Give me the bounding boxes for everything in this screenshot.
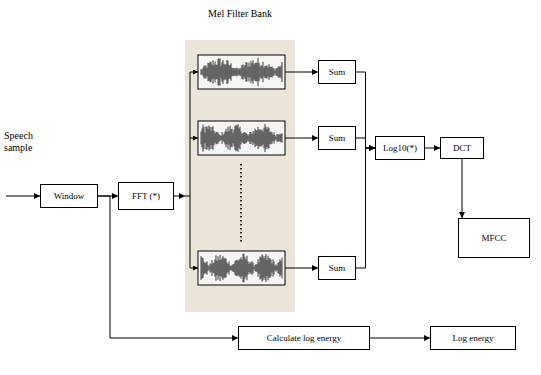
- flow-arrow: [356, 72, 375, 148]
- box-label: Log energy: [452, 333, 493, 343]
- process-box: MFCC: [458, 218, 530, 258]
- flow-arrow: [295, 268, 318, 269]
- flow-arrow: [425, 148, 440, 149]
- input-label: Speech sample: [4, 130, 46, 154]
- process-box: DCT: [440, 137, 484, 159]
- output-line: [285, 72, 295, 73]
- flow-arrow: [295, 138, 318, 139]
- flow-arrow: [462, 159, 463, 218]
- box-label: Log10(*): [383, 143, 417, 153]
- box-label: Sum: [329, 133, 346, 143]
- waveforms: [201, 58, 282, 283]
- filter-frame: [198, 121, 285, 155]
- process-box: Calculate log energy: [238, 326, 370, 350]
- filter-frame: [198, 251, 285, 285]
- branch-arrow: [190, 268, 198, 269]
- box-label: Sum: [329, 263, 346, 273]
- process-box: Sum: [318, 126, 356, 150]
- waveform: [201, 58, 282, 87]
- process-box: Sum: [318, 256, 356, 280]
- process-box: FFT (*): [118, 182, 174, 210]
- flow-arrow: [356, 138, 375, 148]
- branch-line: [185, 196, 190, 197]
- filter-frame: [198, 55, 285, 89]
- process-box: Log energy: [430, 326, 516, 350]
- output-line: [285, 138, 295, 139]
- box-label: Window: [54, 191, 85, 201]
- input-arrow: [6, 196, 40, 197]
- box-label: DCT: [453, 143, 471, 153]
- process-box: Sum: [318, 60, 356, 84]
- box-label: MFCC: [481, 233, 506, 243]
- process-box: Log10(*): [375, 136, 425, 160]
- branch-arrow: [190, 138, 198, 139]
- flow-arrow: [370, 338, 430, 339]
- flow-arrow: [174, 196, 185, 197]
- flow-arrow: [295, 72, 318, 73]
- band-heading: Mel Filter Bank: [165, 8, 315, 19]
- box-label: FFT (*): [132, 191, 160, 201]
- flow-arrow: [356, 148, 375, 268]
- ellipsis-dots: [240, 164, 242, 244]
- output-line: [285, 268, 295, 269]
- box-label: Calculate log energy: [267, 333, 341, 343]
- box-label: Sum: [329, 67, 346, 77]
- waveform: [201, 124, 282, 152]
- branch-line: [190, 72, 191, 268]
- waveform: [201, 254, 282, 283]
- filter-bank-band: Mel Filter Bank: [185, 40, 295, 312]
- branch-arrow: [190, 72, 198, 73]
- process-box: Window: [40, 184, 98, 208]
